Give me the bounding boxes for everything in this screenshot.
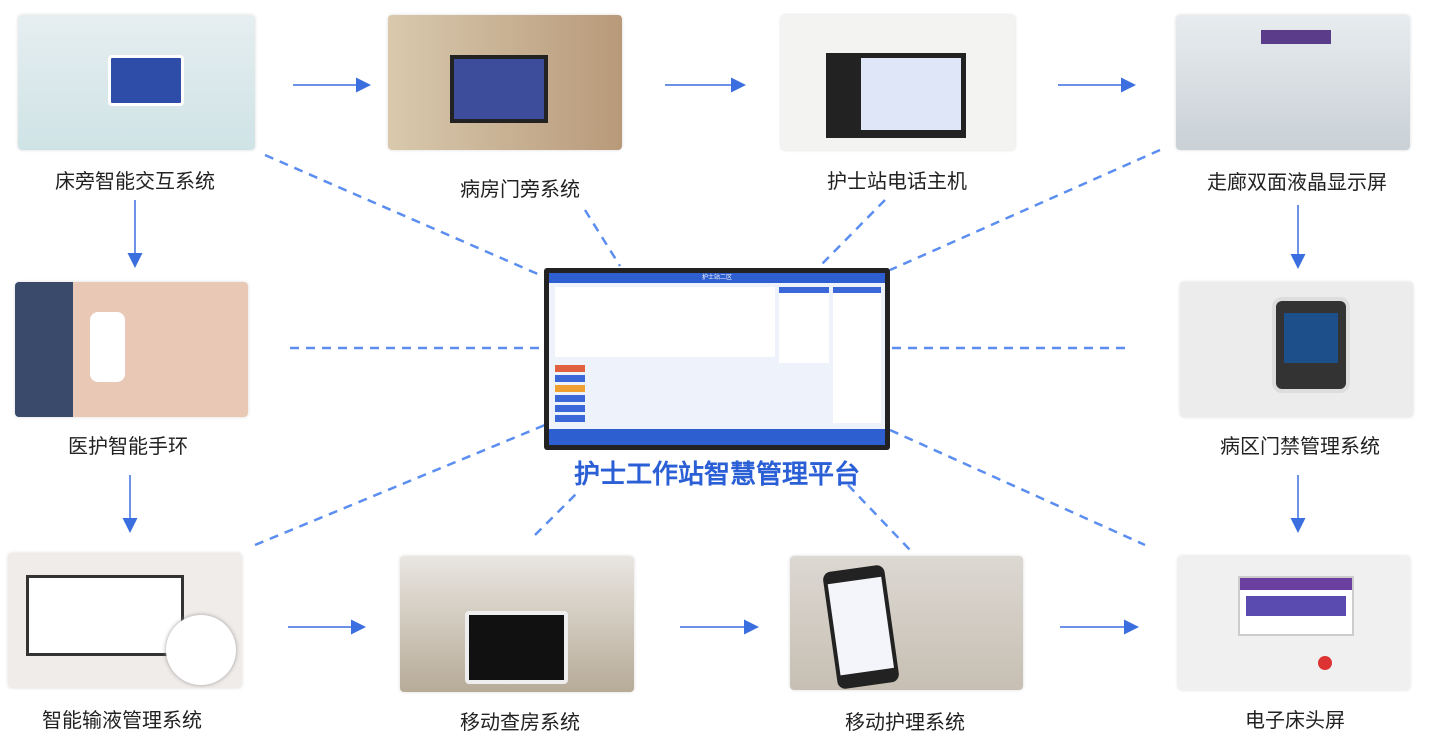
node-label: 走廊双面液晶显示屏 (1207, 170, 1387, 194)
node-label: 移动查房系统 (460, 710, 580, 734)
dashed-link (819, 199, 886, 267)
node-label: 病区门禁管理系统 (1220, 434, 1380, 458)
corridor-display-image (1176, 15, 1410, 150)
node-label: 病房门旁系统 (460, 177, 580, 201)
ward-door-system-image (388, 15, 622, 150)
bedhead-screen-image (1178, 556, 1410, 690)
dashed-link (889, 148, 1161, 272)
access-control-image (1180, 282, 1413, 417)
platform-title: 护士工作站智慧管理平台 (573, 460, 861, 490)
node-label: 医护智能手环 (68, 434, 188, 458)
node-label: 移动护理系统 (845, 710, 965, 734)
dashed-link (264, 153, 541, 277)
dashed-link (583, 209, 622, 267)
infusion-system-image (8, 553, 242, 688)
dashed-link (847, 484, 911, 551)
node-label: 护士站电话主机 (827, 169, 967, 193)
screen-header: 护士站二区 (549, 273, 885, 283)
mobile-rounds-image (400, 556, 634, 692)
node-label: 智能输液管理系统 (42, 708, 202, 732)
dashed-link (889, 428, 1146, 547)
dashed-link (534, 489, 581, 536)
mobile-nursing-image (790, 556, 1023, 690)
center-platform-monitor: 护士站二区 (544, 268, 890, 450)
smart-wristband-image (15, 282, 248, 417)
node-label: 电子床头屏 (1245, 708, 1345, 732)
bedside-system-image (18, 15, 255, 150)
dashed-link (254, 423, 546, 547)
nurse-phone-image (781, 15, 1015, 150)
node-label: 床旁智能交互系统 (55, 169, 215, 193)
